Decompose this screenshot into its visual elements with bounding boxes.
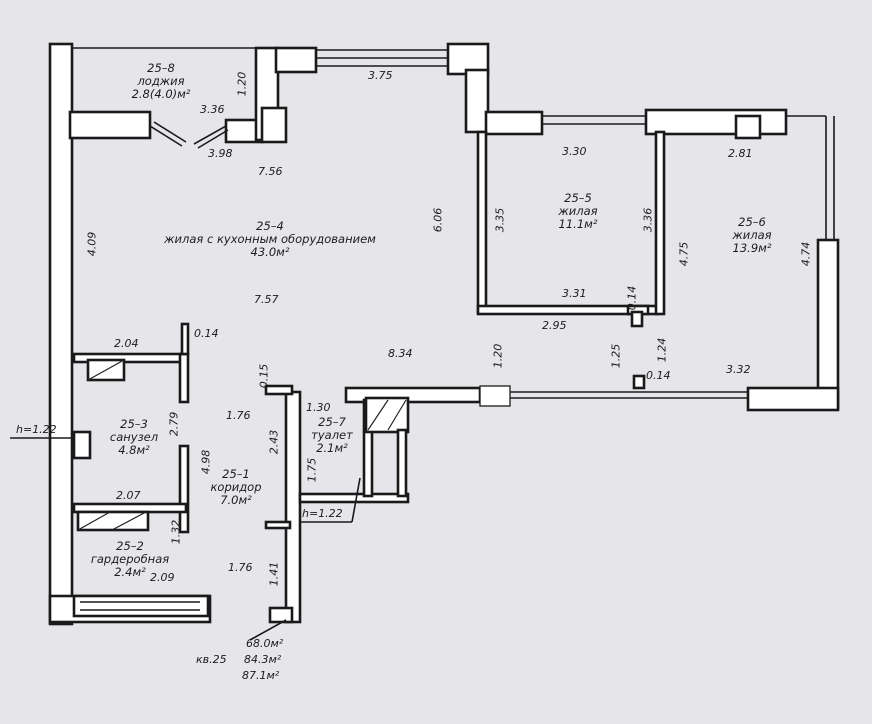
dim-label: 4.75 (677, 241, 691, 267)
room-bedroom2-label: 25–6 жилая 13.9м² (712, 216, 792, 255)
dim-label: 2.43 (267, 429, 281, 455)
dim-label: 1.30 (306, 401, 331, 414)
dim-label: 2.09 (150, 571, 175, 584)
dim-label: 1.25 (609, 343, 623, 369)
room-name: жилая с кухонным оборудованием (164, 232, 376, 246)
dim-label: 0.14 (194, 327, 219, 340)
dim-label: 1.32 (169, 519, 183, 545)
dim-label: 7.57 (254, 293, 279, 306)
room-loggia-label: 25–8 лоджия 2.8(4.0)м² (116, 62, 206, 101)
room-area: 7.0м² (220, 493, 252, 507)
dim-label: 4.74 (799, 241, 813, 267)
room-wardrobe-label: 25–2 гардеробная 2.4м² (80, 540, 180, 579)
dim-label: 4.98 (199, 449, 213, 475)
room-name: жилая (558, 204, 598, 218)
room-toilet-label: 25–7 туалет 2.1м² (302, 416, 362, 455)
dim-label: 3.31 (562, 287, 587, 300)
dim-label: 4.09 (85, 231, 99, 257)
room-id: 25–7 (318, 415, 346, 429)
dim-label: 1.24 (655, 337, 669, 363)
dim-label: 2.81 (728, 147, 753, 160)
dim-label: 8.34 (388, 347, 413, 360)
interior-walls (72, 130, 748, 624)
dim-label: 1.41 (267, 561, 281, 587)
room-name: санузел (109, 430, 159, 444)
dim-label: 3.75 (368, 69, 393, 82)
dim-label: 3.98 (208, 147, 233, 160)
dim-label: 7.56 (258, 165, 283, 178)
room-area: 4.8м² (118, 443, 150, 457)
dim-label: 3.32 (726, 363, 751, 376)
dim-label: 3.30 (562, 145, 587, 158)
room-bedroom1-label: 25–5 жилая 11.1м² (538, 192, 618, 231)
room-area: 11.1м² (558, 217, 598, 231)
room-area: 13.9м² (732, 241, 772, 255)
room-area: 2.8(4.0)м² (131, 87, 191, 101)
room-name: туалет (311, 428, 353, 442)
dim-label: 3.35 (493, 207, 507, 233)
room-id: 25–6 (738, 215, 766, 229)
room-name: гардеробная (90, 552, 170, 566)
room-corridor-label: 25–1 коридор 7.0м² (196, 468, 276, 507)
room-bathroom-label: 25–3 санузел 4.8м² (96, 418, 172, 457)
dim-label: 2.04 (114, 337, 139, 350)
room-id: 25–8 (147, 61, 175, 75)
dim-label: 3.36 (641, 207, 655, 233)
height-label: h=1.22 (16, 423, 57, 436)
dim-label: 0.15 (257, 363, 271, 389)
windows (72, 47, 835, 240)
dim-label: 1.76 (228, 561, 253, 574)
total-area-general: 84.3м² (244, 653, 282, 666)
room-id: 25–1 (222, 467, 250, 481)
dim-label: 1.76 (226, 409, 251, 422)
height-label: h=1.22 (302, 507, 343, 520)
room-area: 43.0м² (250, 245, 290, 259)
room-id: 25–3 (120, 417, 148, 431)
total-area-full: 87.1м² (242, 669, 280, 682)
room-id: 25–4 (256, 219, 284, 233)
dim-label: 1.20 (235, 71, 249, 97)
dim-label: 3.36 (200, 103, 225, 116)
room-id: 25–2 (116, 539, 144, 553)
apartment-number: кв.25 (196, 653, 227, 666)
dim-label: 2.79 (167, 411, 181, 437)
room-area: 2.1м² (316, 441, 348, 455)
room-name: коридор (210, 480, 262, 494)
dim-label: 0.14 (625, 285, 639, 311)
dim-label: 1.75 (305, 457, 319, 483)
dim-label: 2.07 (116, 489, 141, 502)
room-id: 25–5 (564, 191, 592, 205)
height-markers (10, 437, 361, 641)
dim-label: 6.06 (431, 207, 445, 233)
dim-label: 1.20 (491, 343, 505, 369)
room-name: жилая (732, 228, 772, 242)
room-name: лоджия (137, 74, 185, 88)
total-area-living: 68.0м² (246, 637, 284, 650)
dim-label: 0.14 (646, 369, 671, 382)
room-living-label: 25–4 жилая с кухонным оборудованием 43.0… (130, 220, 410, 259)
room-area: 2.4м² (114, 565, 146, 579)
dim-label: 2.95 (542, 319, 567, 332)
